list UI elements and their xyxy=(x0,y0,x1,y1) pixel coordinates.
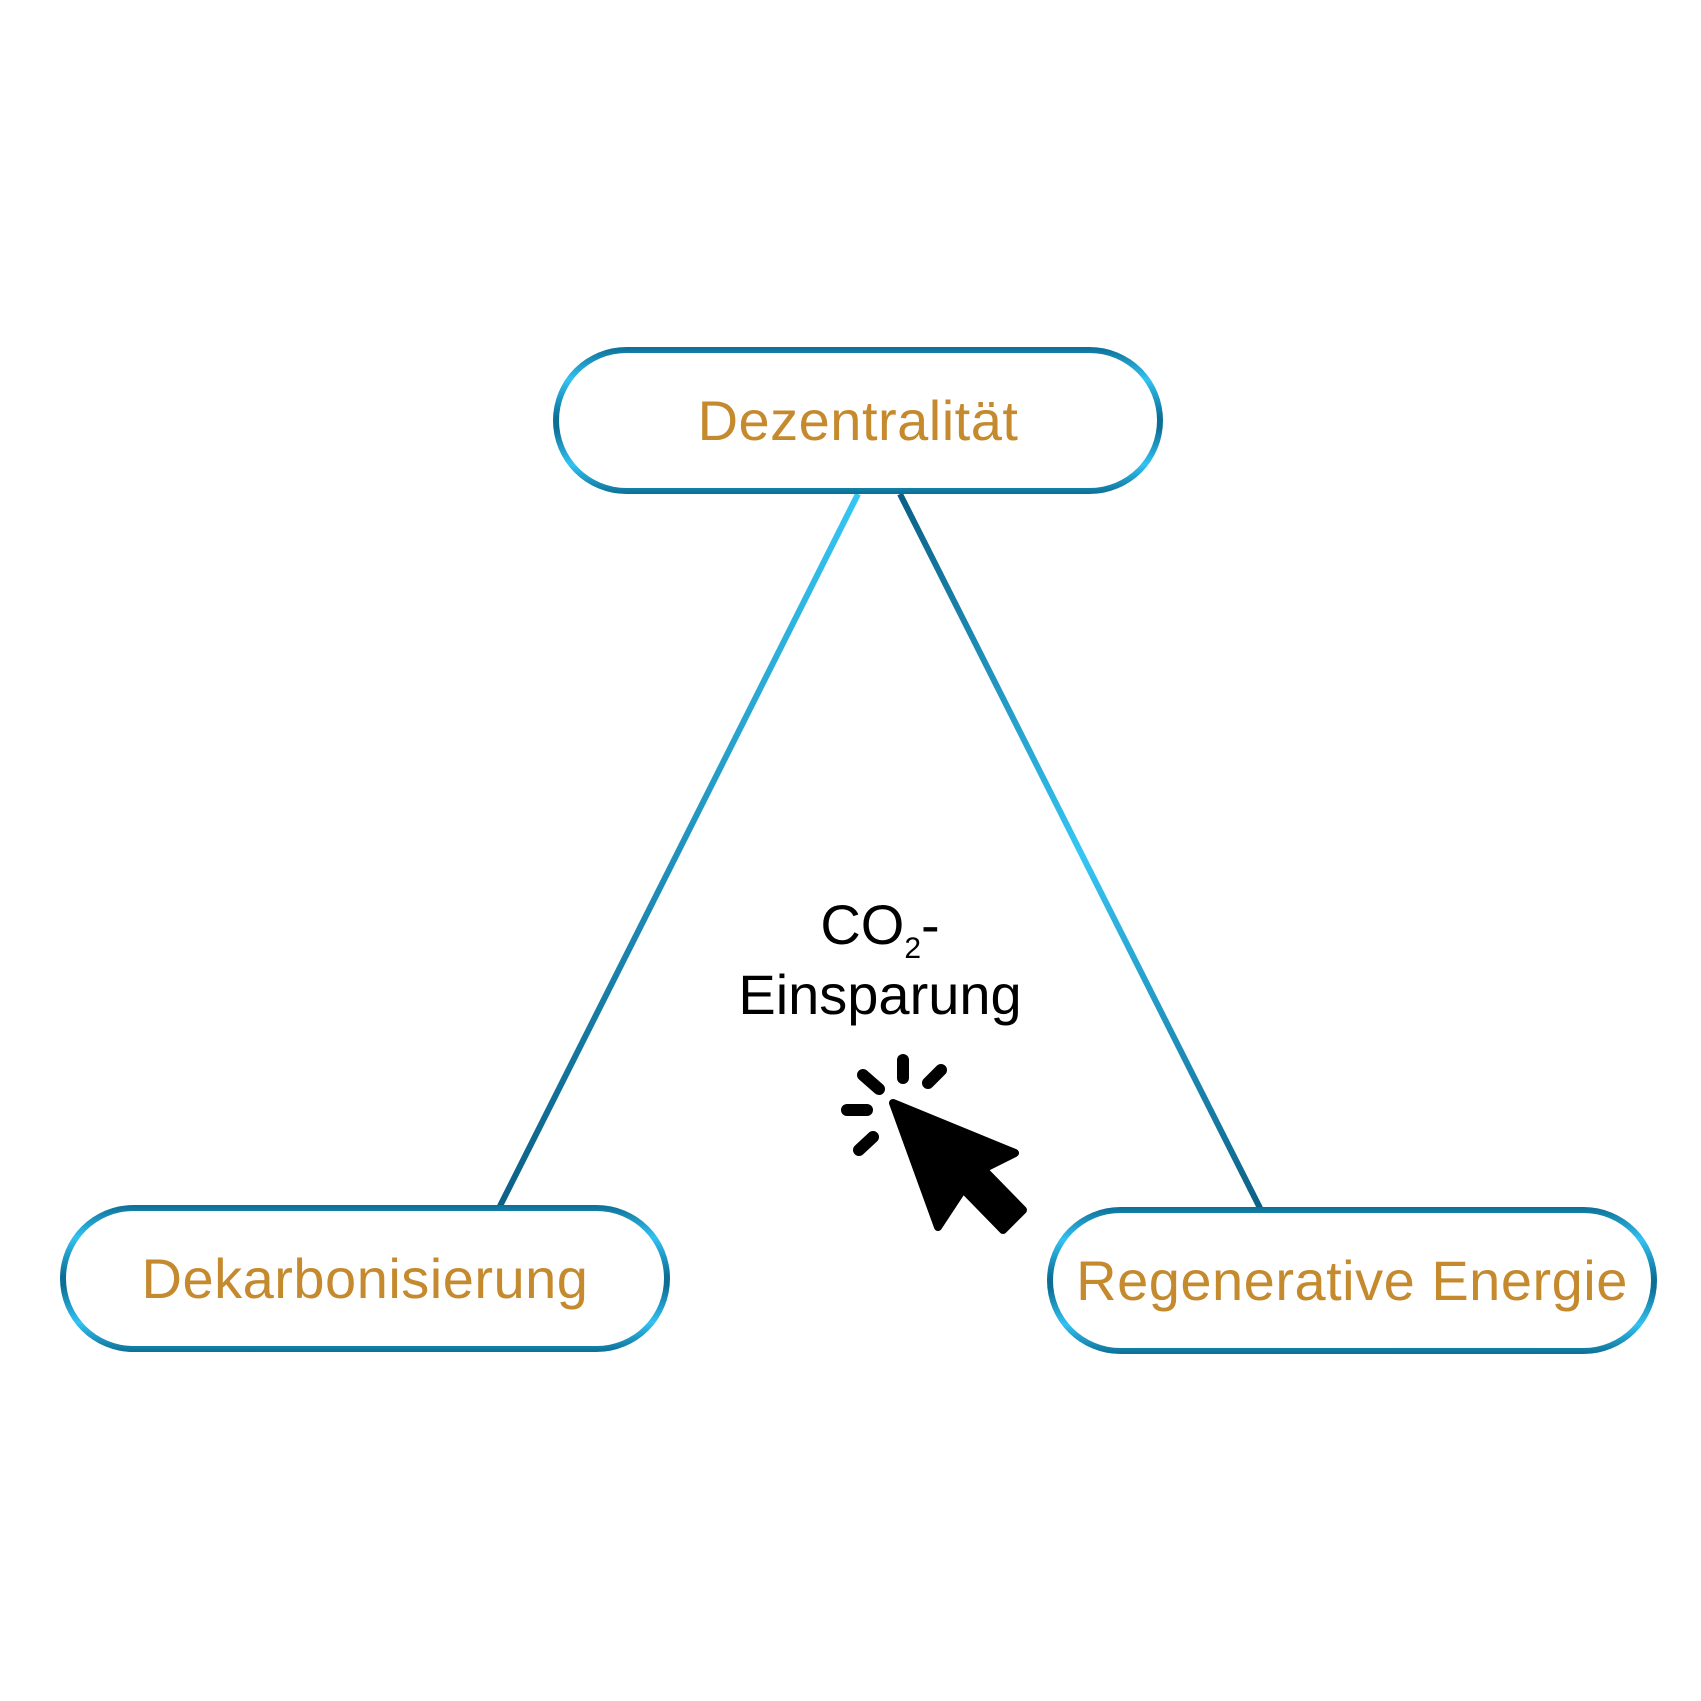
node-dezentralitaet-label: Dezentralität xyxy=(697,389,1019,452)
click-ray-top-right xyxy=(922,1064,947,1089)
click-cursor-icon xyxy=(841,1054,1027,1234)
co2-hyphen: - xyxy=(921,893,940,956)
center-label[interactable]: CO2- Einsparung xyxy=(650,890,1110,1030)
click-ray-bottom-left xyxy=(853,1131,879,1156)
center-label-line2: Einsparung xyxy=(738,963,1022,1026)
node-dezentralitaet[interactable]: Dezentralität xyxy=(553,347,1163,494)
node-regenerative-energie[interactable]: Regenerative Energie xyxy=(1047,1207,1657,1354)
co2-subscript: 2 xyxy=(904,932,922,965)
node-regenerative-energie-body: Regenerative Energie xyxy=(1053,1213,1651,1348)
co2-main: CO xyxy=(820,893,905,956)
edge-top-left xyxy=(494,492,861,1214)
edge-top-right xyxy=(897,492,1265,1214)
click-ray-top-left xyxy=(857,1069,885,1095)
node-dekarbonisierung[interactable]: Dekarbonisierung xyxy=(60,1205,670,1352)
arrow-shape xyxy=(889,1099,1027,1234)
node-dekarbonisierung-body: Dekarbonisierung xyxy=(66,1211,664,1346)
center-label-line1: CO2- xyxy=(650,890,1110,964)
node-dekarbonisierung-label: Dekarbonisierung xyxy=(141,1247,589,1310)
node-dezentralitaet-body: Dezentralität xyxy=(559,353,1157,488)
node-regenerative-energie-label: Regenerative Energie xyxy=(1076,1249,1628,1312)
